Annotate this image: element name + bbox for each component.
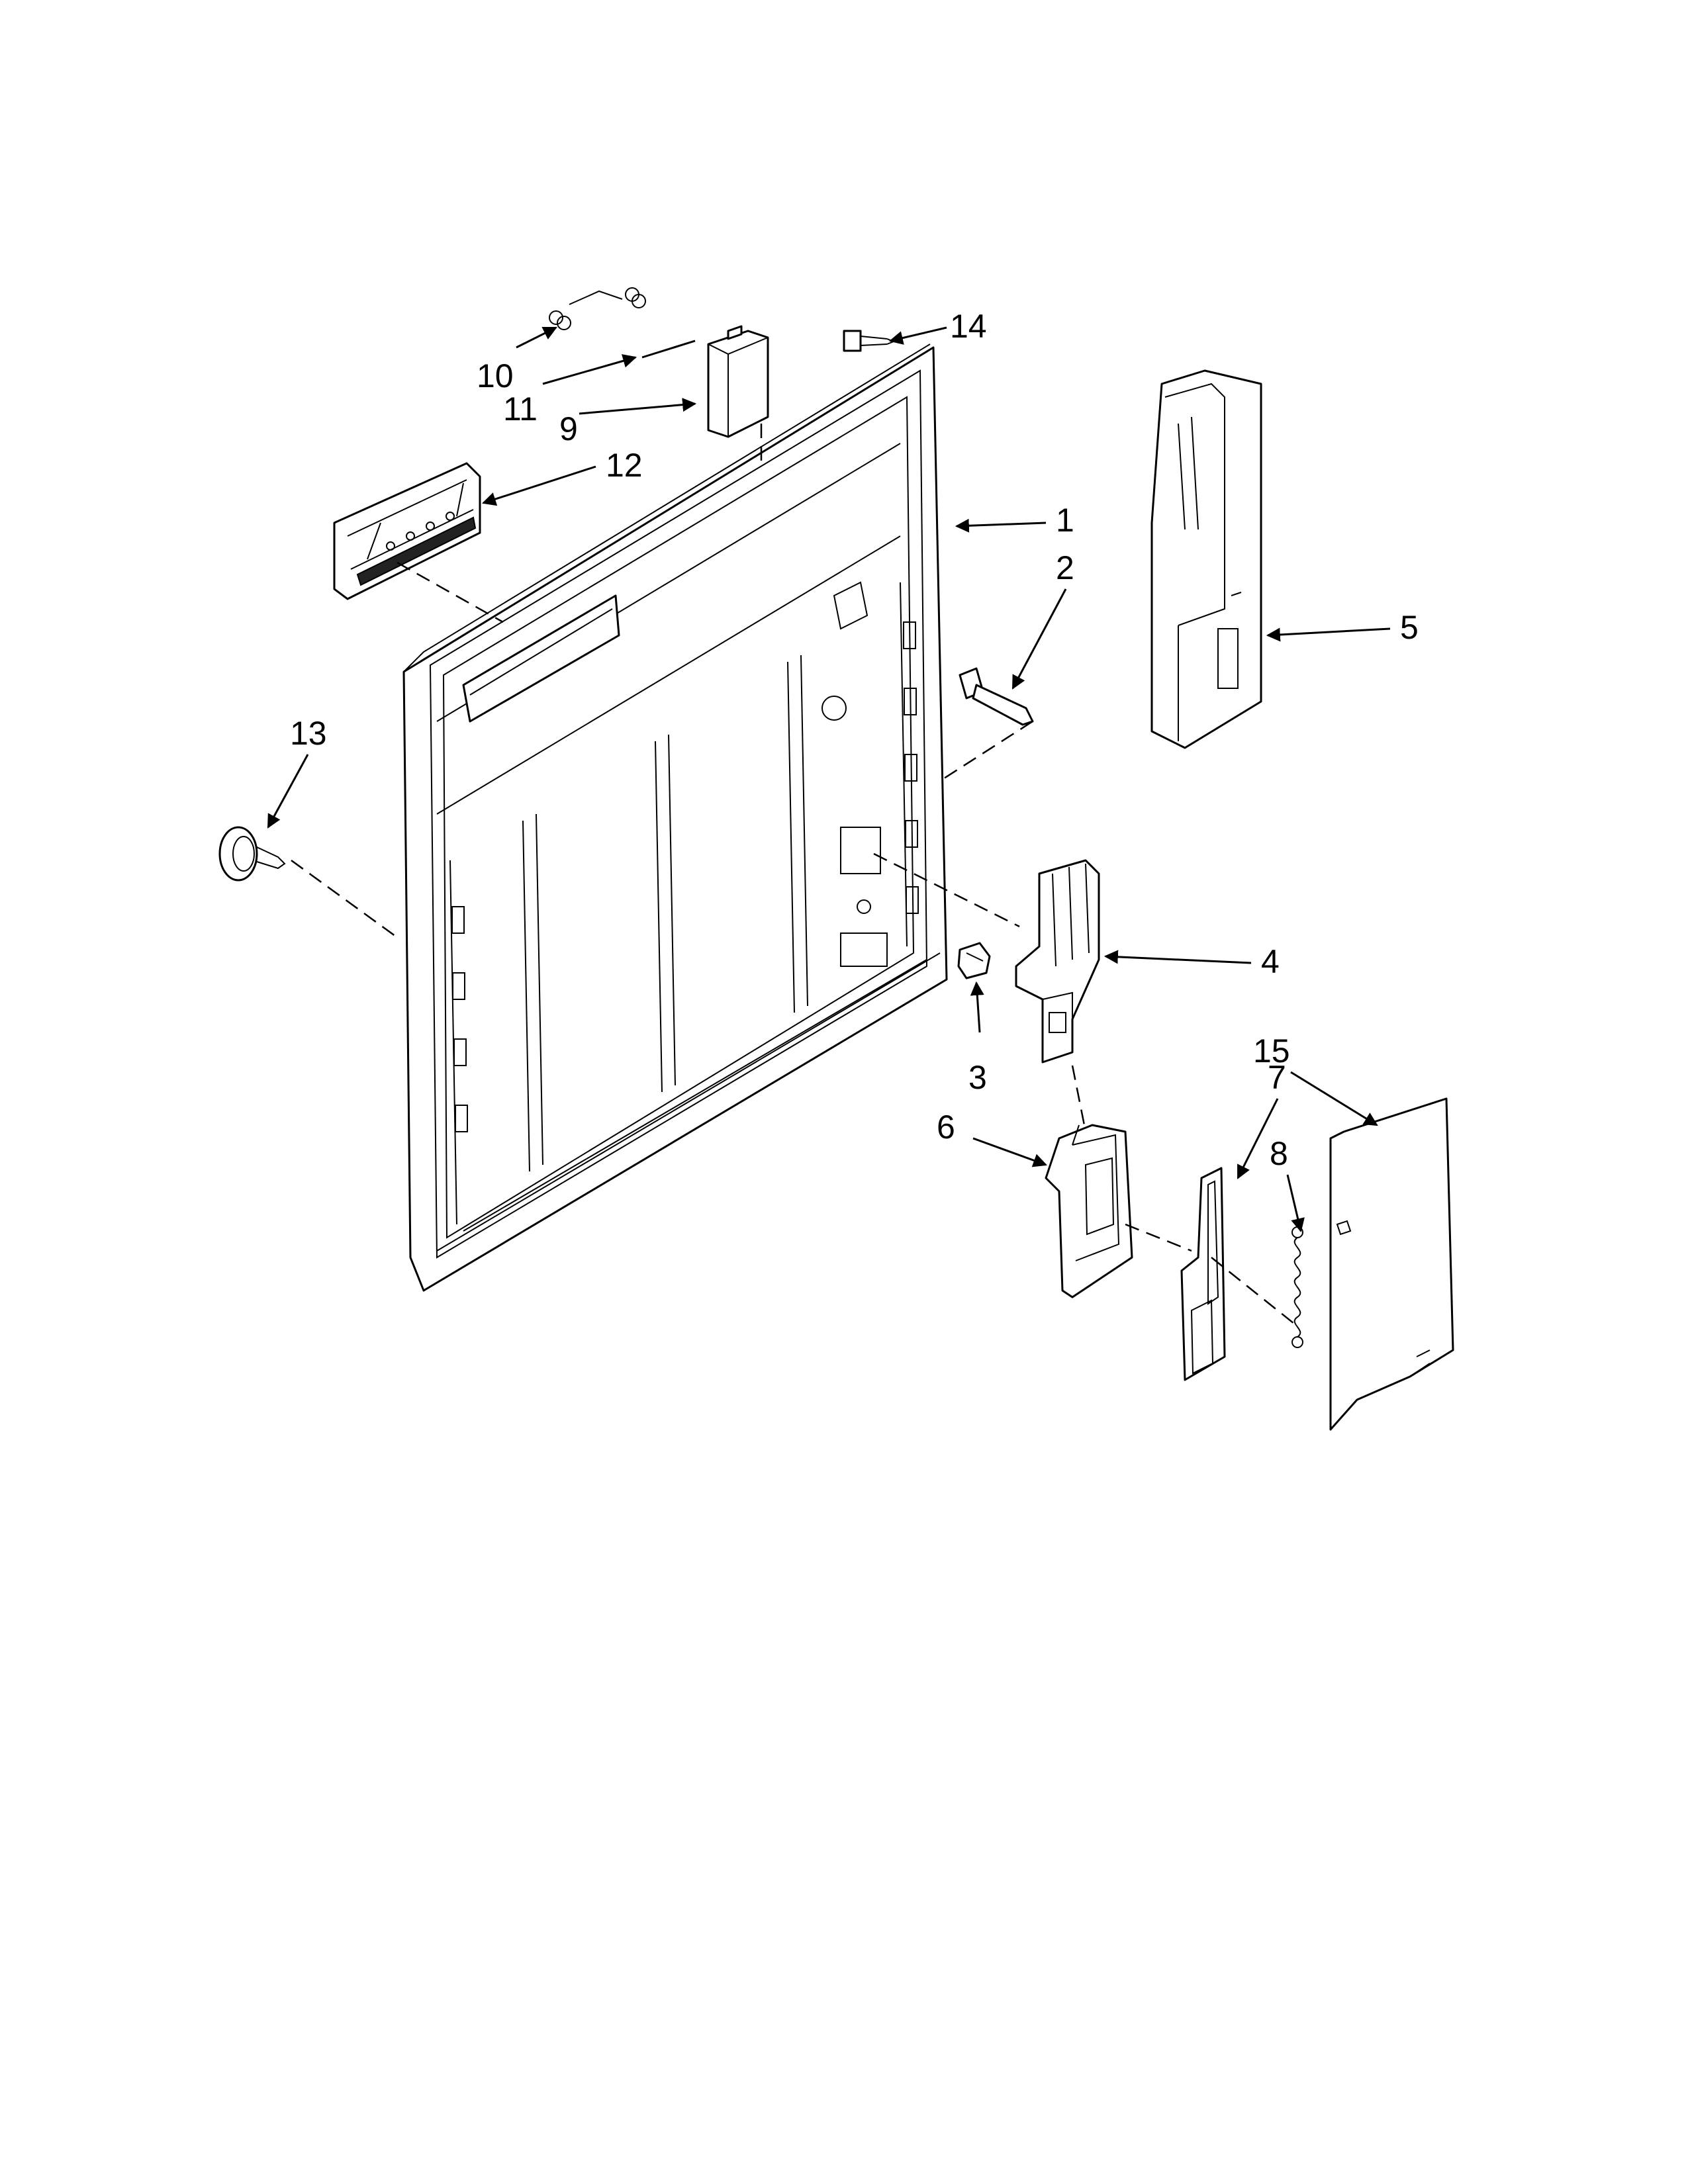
door-handle [333,462,481,600]
callout-11: 11 [503,390,538,428]
callout-1: 1 [1056,502,1074,539]
vent-cover [707,325,769,438]
side-trim-cover [1329,1097,1454,1431]
door-strike [959,667,1034,726]
slide-bracket [1180,1167,1226,1381]
callout-8: 8 [1270,1135,1288,1172]
callout-14: 14 [950,308,987,345]
pivot-pin [641,340,696,359]
screw [843,330,896,352]
callout-3: 3 [968,1059,987,1096]
inner-door-panel [402,343,948,1292]
callout-5: 5 [1400,609,1419,646]
callout-7: 7 [1268,1059,1286,1096]
callout-6: 6 [937,1109,955,1146]
latch-cover [1150,369,1262,749]
callout-2: 2 [1056,549,1074,586]
door-plug [218,826,286,882]
spring-pair [549,287,646,330]
callout-9: 9 [559,410,578,447]
callout-12: 12 [606,447,643,484]
door-latch [1015,859,1100,1064]
callout-4: 4 [1261,943,1280,980]
leader-lines [267,326,1391,1233]
callout-labels: 1 2 3 4 5 6 7 8 9 10 11 12 13 14 15 [290,308,1419,1172]
assembly-lines [291,424,1295,1324]
tension-spring [1291,1226,1303,1348]
callout-13: 13 [290,715,327,752]
latch-cam [957,942,991,979]
callout-10: 10 [477,357,514,394]
callout-15: 15 [1253,1032,1290,1069]
latch-base [1045,1124,1133,1298]
